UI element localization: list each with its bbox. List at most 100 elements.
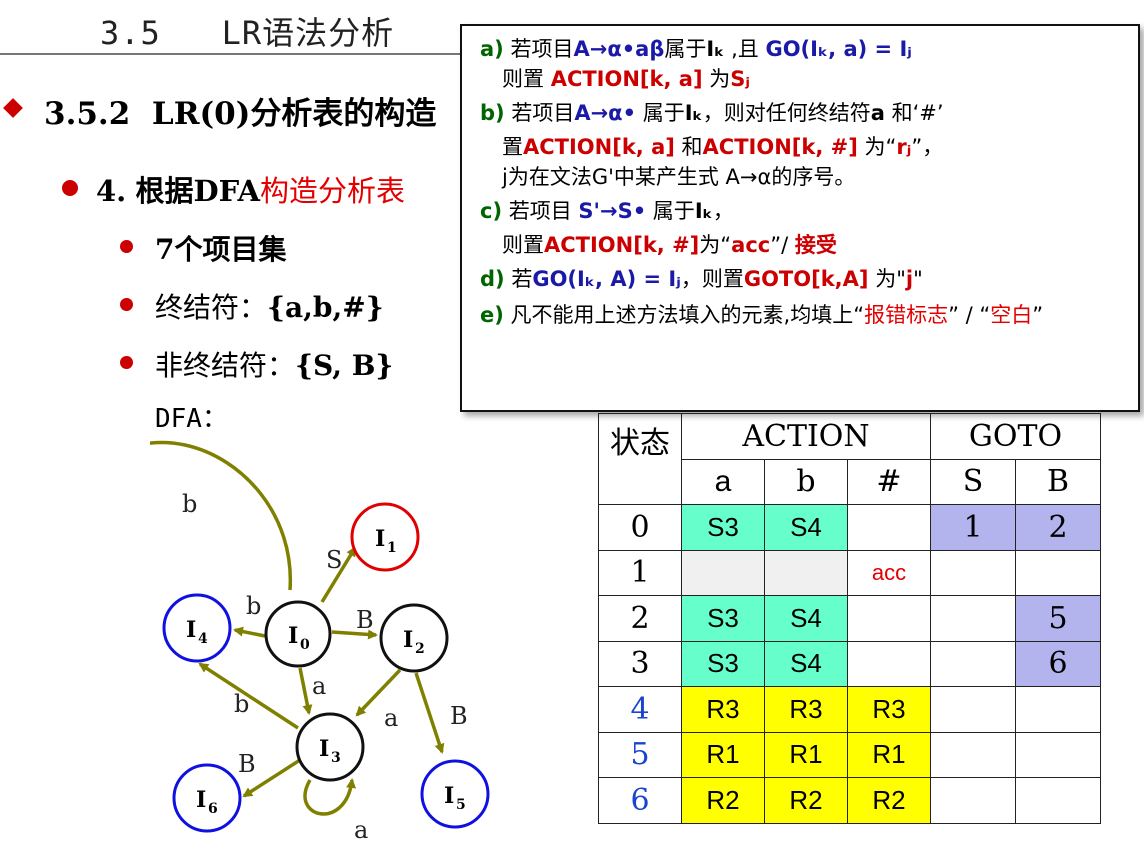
edge-label-i2-i4: b <box>182 490 197 518</box>
goto-cell <box>1015 549 1101 596</box>
goto-cell <box>1015 731 1101 778</box>
action-cell: R3 <box>847 686 931 733</box>
rule-text: 若项目 <box>508 199 579 223</box>
rule-shift: Sⱼ <box>730 67 750 91</box>
action-cell <box>847 504 931 551</box>
table-row: 0 S3 S4 1 2 <box>598 504 1101 551</box>
edge-i3-i6 <box>242 758 301 798</box>
rule-tag: e) <box>480 303 504 327</box>
table-row: 2 S3 S4 5 <box>598 595 1101 642</box>
rule-go: GO(Iₖ, a) = Iⱼ <box>765 37 912 61</box>
action-cell: R1 <box>681 731 765 778</box>
diamond-bullet-icon <box>3 98 23 118</box>
state-node-i1: I 1 <box>350 502 420 572</box>
state-cell: 5 <box>598 731 682 778</box>
state-node-i6: I 6 <box>172 763 242 833</box>
edge-label-i3-i4: b <box>234 690 249 718</box>
terminals-value: {a,b,#} <box>267 291 384 324</box>
action-cell: R2 <box>764 777 848 824</box>
state-node-i5: I 5 <box>420 759 490 829</box>
action-cell: S3 <box>681 640 765 687</box>
rule-tag: c) <box>480 199 503 223</box>
dfa-label: DFA： <box>155 404 228 434</box>
bullet-dot-icon <box>120 356 133 369</box>
nonterminals-value: {S, B} <box>295 349 394 382</box>
rule-text: 为" <box>868 267 906 291</box>
rule-text: 若项目 <box>511 101 575 125</box>
edge-label-i0-i1: S <box>326 546 342 574</box>
lr0-parse-table: 状态 ACTION GOTO a b # S B 0 S3 S4 1 2 1 a… <box>598 413 1101 824</box>
col-header-b: b <box>764 458 848 505</box>
node-subscript: 0 <box>300 637 310 653</box>
action-cell: S3 <box>681 595 765 642</box>
edge-i2-i4 <box>150 440 292 591</box>
rule-text: 则置 <box>502 233 544 257</box>
subsection-number: 4. <box>96 174 127 208</box>
goto-cell: 2 <box>1015 504 1101 551</box>
rule-error-flag: 报错标志 <box>864 303 949 327</box>
node-label: I <box>319 736 329 762</box>
edge-label-i0-i4: b <box>246 592 261 620</box>
action-cell: S4 <box>764 595 848 642</box>
section-heading: 3.5.2 LR(0)分析表的构造 <box>44 88 436 133</box>
table-row: 3 S3 S4 6 <box>598 640 1101 687</box>
title-divider <box>0 53 470 55</box>
rule-text: j为在文法G'中某产生式 A→α的序号。 <box>502 165 856 189</box>
rule-blank: 空白 <box>990 303 1033 327</box>
node-subscript: 2 <box>415 641 425 657</box>
action-cell <box>764 549 848 596</box>
rule-text: 和‘#’ <box>884 101 944 125</box>
node-subscript: 6 <box>208 801 218 817</box>
rule-tag: a) <box>480 37 504 61</box>
col-header-hash: # <box>847 458 931 505</box>
node-label: I <box>375 526 385 552</box>
rule-text: ,且 <box>724 37 766 61</box>
rule-reduce: rⱼ <box>896 135 912 159</box>
state-node-i0: I 0 <box>264 600 332 668</box>
rule-text: 若 <box>511 267 533 291</box>
edge-label-i3-loop: a <box>354 816 368 844</box>
edge-label-i3-i6: B <box>238 750 256 778</box>
rule-text: ” / “ <box>948 303 991 327</box>
edge-i2-i3 <box>355 668 402 717</box>
rule-text: 若项目 <box>510 37 574 61</box>
rule-text: 属于 <box>646 199 695 223</box>
col-header-b-nonterminal: B <box>1015 458 1101 505</box>
action-cell <box>847 595 931 642</box>
item-sets-text: 7个项目集 <box>155 233 287 266</box>
node-subscript: 3 <box>331 750 341 766</box>
rule-action: ACTION[k, #] <box>544 233 700 257</box>
rule-text: 属于 <box>636 101 685 125</box>
item-sets-line: 7个项目集 <box>155 228 286 268</box>
rule-action: ACTION[k, #] <box>702 135 858 159</box>
node-label: I <box>444 783 454 809</box>
rule-set: Iₖ <box>694 199 713 223</box>
node-subscript: 4 <box>198 631 208 647</box>
rule-a: a) 若项目A→α•aβ属于Iₖ ,且 GO(Iₖ, a) = Iⱼ 则置 AC… <box>480 34 1128 94</box>
subsection-text: 根据DFA <box>135 174 261 208</box>
table-row: 1 acc <box>598 549 1101 596</box>
goto-cell <box>930 595 1016 642</box>
rule-text: 置 <box>502 135 523 159</box>
dfa-edges <box>150 440 445 816</box>
edge-i0-i1 <box>320 546 357 603</box>
rule-item: A→α• <box>574 101 637 125</box>
construction-rules-box: a) 若项目A→α•aβ属于Iₖ ,且 GO(Iₖ, a) = Iⱼ 则置 AC… <box>460 24 1140 412</box>
rule-set: Iₖ <box>706 37 725 61</box>
node-label: I <box>288 623 298 649</box>
action-header: ACTION <box>681 413 931 460</box>
rule-text: 为 <box>702 67 731 91</box>
rule-item: A→α•aβ <box>573 37 665 61</box>
action-cell: S4 <box>764 504 848 551</box>
edge-label-i0-i3: a <box>312 672 326 700</box>
rule-text: 为“ <box>699 233 732 257</box>
rule-acc: acc <box>731 233 771 257</box>
state-cell: 0 <box>598 504 682 551</box>
rule-tag: d) <box>480 267 505 291</box>
state-cell: 6 <box>598 777 682 824</box>
action-cell-acc: acc <box>847 549 931 596</box>
nonterminals-label: 非终结符： <box>155 349 296 382</box>
rule-tag: b) <box>480 101 505 125</box>
rule-text: ”/ <box>770 233 795 257</box>
rule-c: c) 若项目 S'→S• 属于Iₖ， 则置ACTION[k, #]为“acc”/… <box>480 196 1128 260</box>
